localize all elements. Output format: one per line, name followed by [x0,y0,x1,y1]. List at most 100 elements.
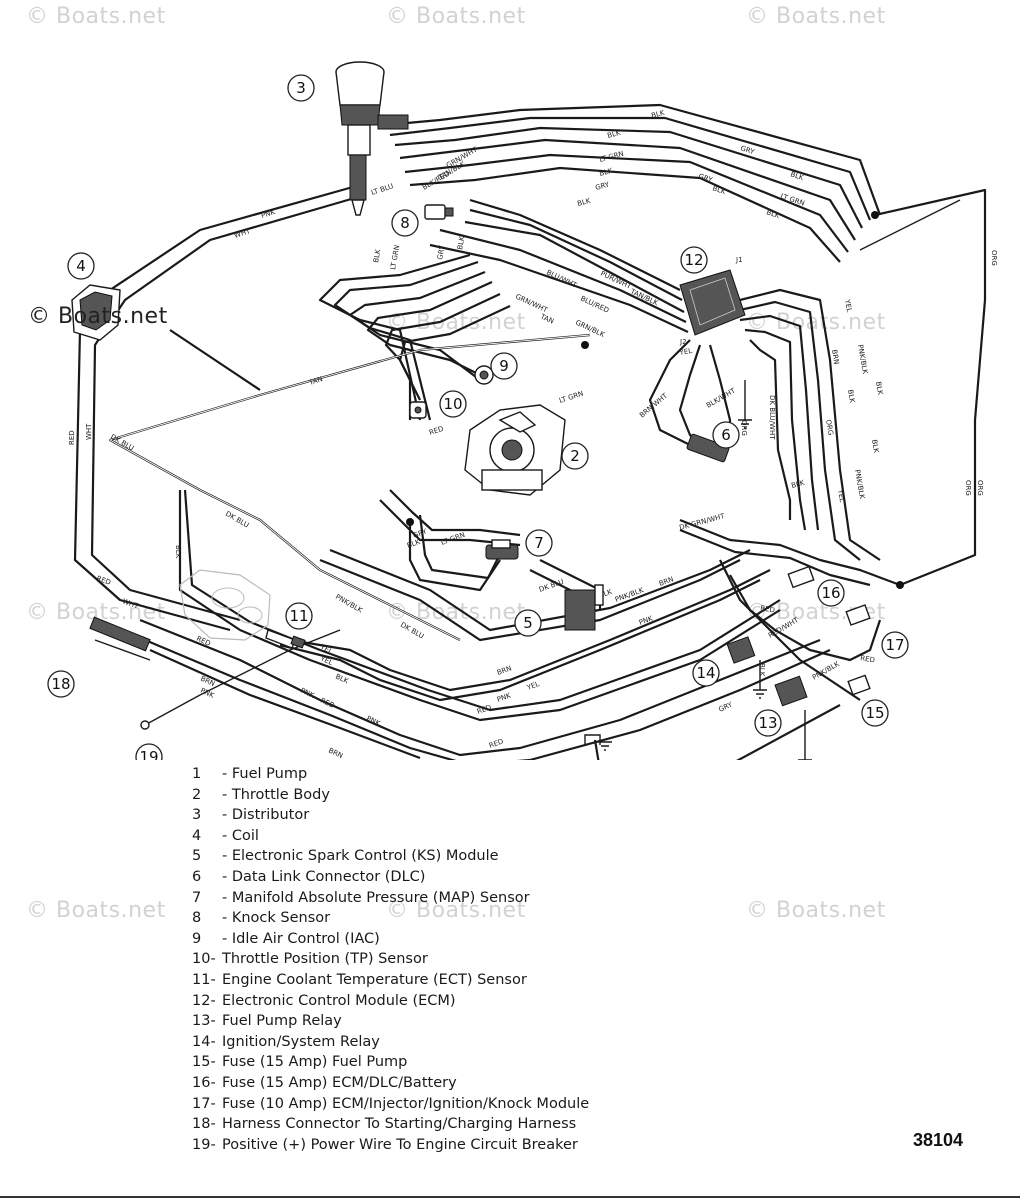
wire-label: BRN [830,349,840,365]
wire-label: BLK [372,248,382,263]
callout-number: 6 [721,426,731,444]
wire-label: GRY [594,180,610,192]
wire-label: BLK/WHT [705,386,737,409]
ignition-relay-component [726,636,756,664]
legend-item: 9- Idle Air Control (IAC) [192,930,380,947]
legend-item: 15-Fuse (15 Amp) Fuel Pump [192,1054,408,1071]
ground-symbol [598,419,812,760]
wire-label: BLK [606,129,621,140]
wire-label: BRN/WHT [638,391,670,419]
wire-junctions [406,211,904,589]
wire-label: RED [428,425,444,437]
callout-12: 12 [680,246,708,274]
tp-sensor-component [409,401,427,419]
callout-14: 14 [692,659,720,687]
engine-block-outline [179,569,271,641]
callout-number: 3 [296,79,306,97]
callout-number: 9 [499,357,509,375]
harness-connector-component [89,616,151,661]
wire-label: DK BLU/WHT [768,395,776,440]
wire-harness [73,103,987,760]
wire-label: BLK/RED [421,170,451,192]
wire-label: YEL [836,488,846,503]
legend-item: 16-Fuse (15 Amp) ECM/DLC/Battery [192,1074,457,1091]
watermark: © Boats.net [28,304,168,329]
fuse-16-component [787,565,815,589]
wire-label: BLK [790,479,805,490]
callout-9: 9 [490,352,518,380]
wire-label: RED [860,654,876,664]
wire-label: LT GRN [598,150,624,164]
wire-label: BRN [327,747,344,760]
callout-number: 15 [865,704,884,722]
callout-number: 7 [534,534,544,552]
legend-item: 13-Fuel Pump Relay [192,1013,342,1030]
wire-label: GRY [717,700,734,714]
wire-label: WHT [85,423,93,440]
callout-4: 4 [67,252,95,280]
callout-7: 7 [525,529,553,557]
callout-19: 19 [135,743,163,760]
callout-number: 16 [821,584,840,602]
callout-15: 15 [861,699,889,727]
wire-label: PNK [260,208,276,220]
callout-number: 14 [696,664,715,682]
wire-label: GRY [412,527,429,540]
wire-label: ORG [990,250,998,266]
watermark: © Boats.net [386,600,526,625]
wire-label: ORG [976,480,984,496]
map-sensor-component [485,539,519,560]
callout-18: 18 [47,670,75,698]
wire-label: BLK [789,170,805,182]
coil-component [71,284,121,341]
legend-item: 4- Coil [192,827,259,844]
legend-item: 7- Manifold Absolute Pressure (MAP) Sens… [192,889,530,906]
wire-label: BLK [598,167,613,178]
wire-label: ORG [964,480,972,496]
callout-number: 5 [523,614,533,632]
callout-number: 19 [139,748,158,760]
knock-sensor-component [424,204,454,220]
wire-label: YEL [525,680,541,692]
legend-item: 17-Fuse (10 Amp) ECM/Injector/Ignition/K… [192,1095,590,1112]
wire-label: LT GRN [389,244,401,270]
diagram-part-number: 38104 [913,1130,964,1150]
wire-label: PNK [299,687,315,700]
fuse-15-component [847,674,871,696]
wire-label: WHT [121,597,140,610]
wire-label: BLK [870,439,880,454]
wire-label: BLK [758,663,766,677]
callout-11: 11 [285,602,313,630]
wire-label: LT GRN [779,192,805,207]
legend-item: 14-Ignition/System Relay [192,1033,380,1050]
legend-item: 3- Distributor [192,807,310,824]
bottom-border [0,1196,1020,1198]
legend-item: 12-Electronic Control Module (ECM) [192,992,456,1009]
fuel-pump-relay-component [774,675,808,707]
watermark: © Boats.net [746,4,886,29]
legend-item: 1- Fuel Pump [192,766,308,782]
wire-label: BLK [711,184,727,196]
wire-label: DK BLU [399,621,425,641]
wire-label: PNK [496,691,512,703]
watermark: © Boats.net [746,310,886,335]
callout-13: 13 [754,709,782,737]
legend-item: 19-Positive (+) Power Wire To Engine Cir… [192,1136,578,1153]
legend-item: 10-Throttle Position (TP) Sensor [192,951,428,968]
ect-sensor-component [265,629,306,649]
callout-number: 17 [885,636,904,654]
callout-6: 6 [712,421,740,449]
dlc-component [686,433,730,463]
watermark: © Boats.net [746,898,886,923]
callout-number: 12 [684,251,703,269]
wire-label: J1 [735,256,743,264]
callout-number: 8 [400,214,410,232]
callout-2: 2 [561,442,589,470]
wire-label: WHT [233,227,252,240]
legend-item: 8- Knock Sensor [192,910,331,927]
wire-label: LT GRN [440,531,466,547]
wire-label: BLK [846,389,856,404]
positive-terminal [140,720,150,730]
wire-label: BLK [650,109,665,120]
fuse-17-component [845,604,871,626]
